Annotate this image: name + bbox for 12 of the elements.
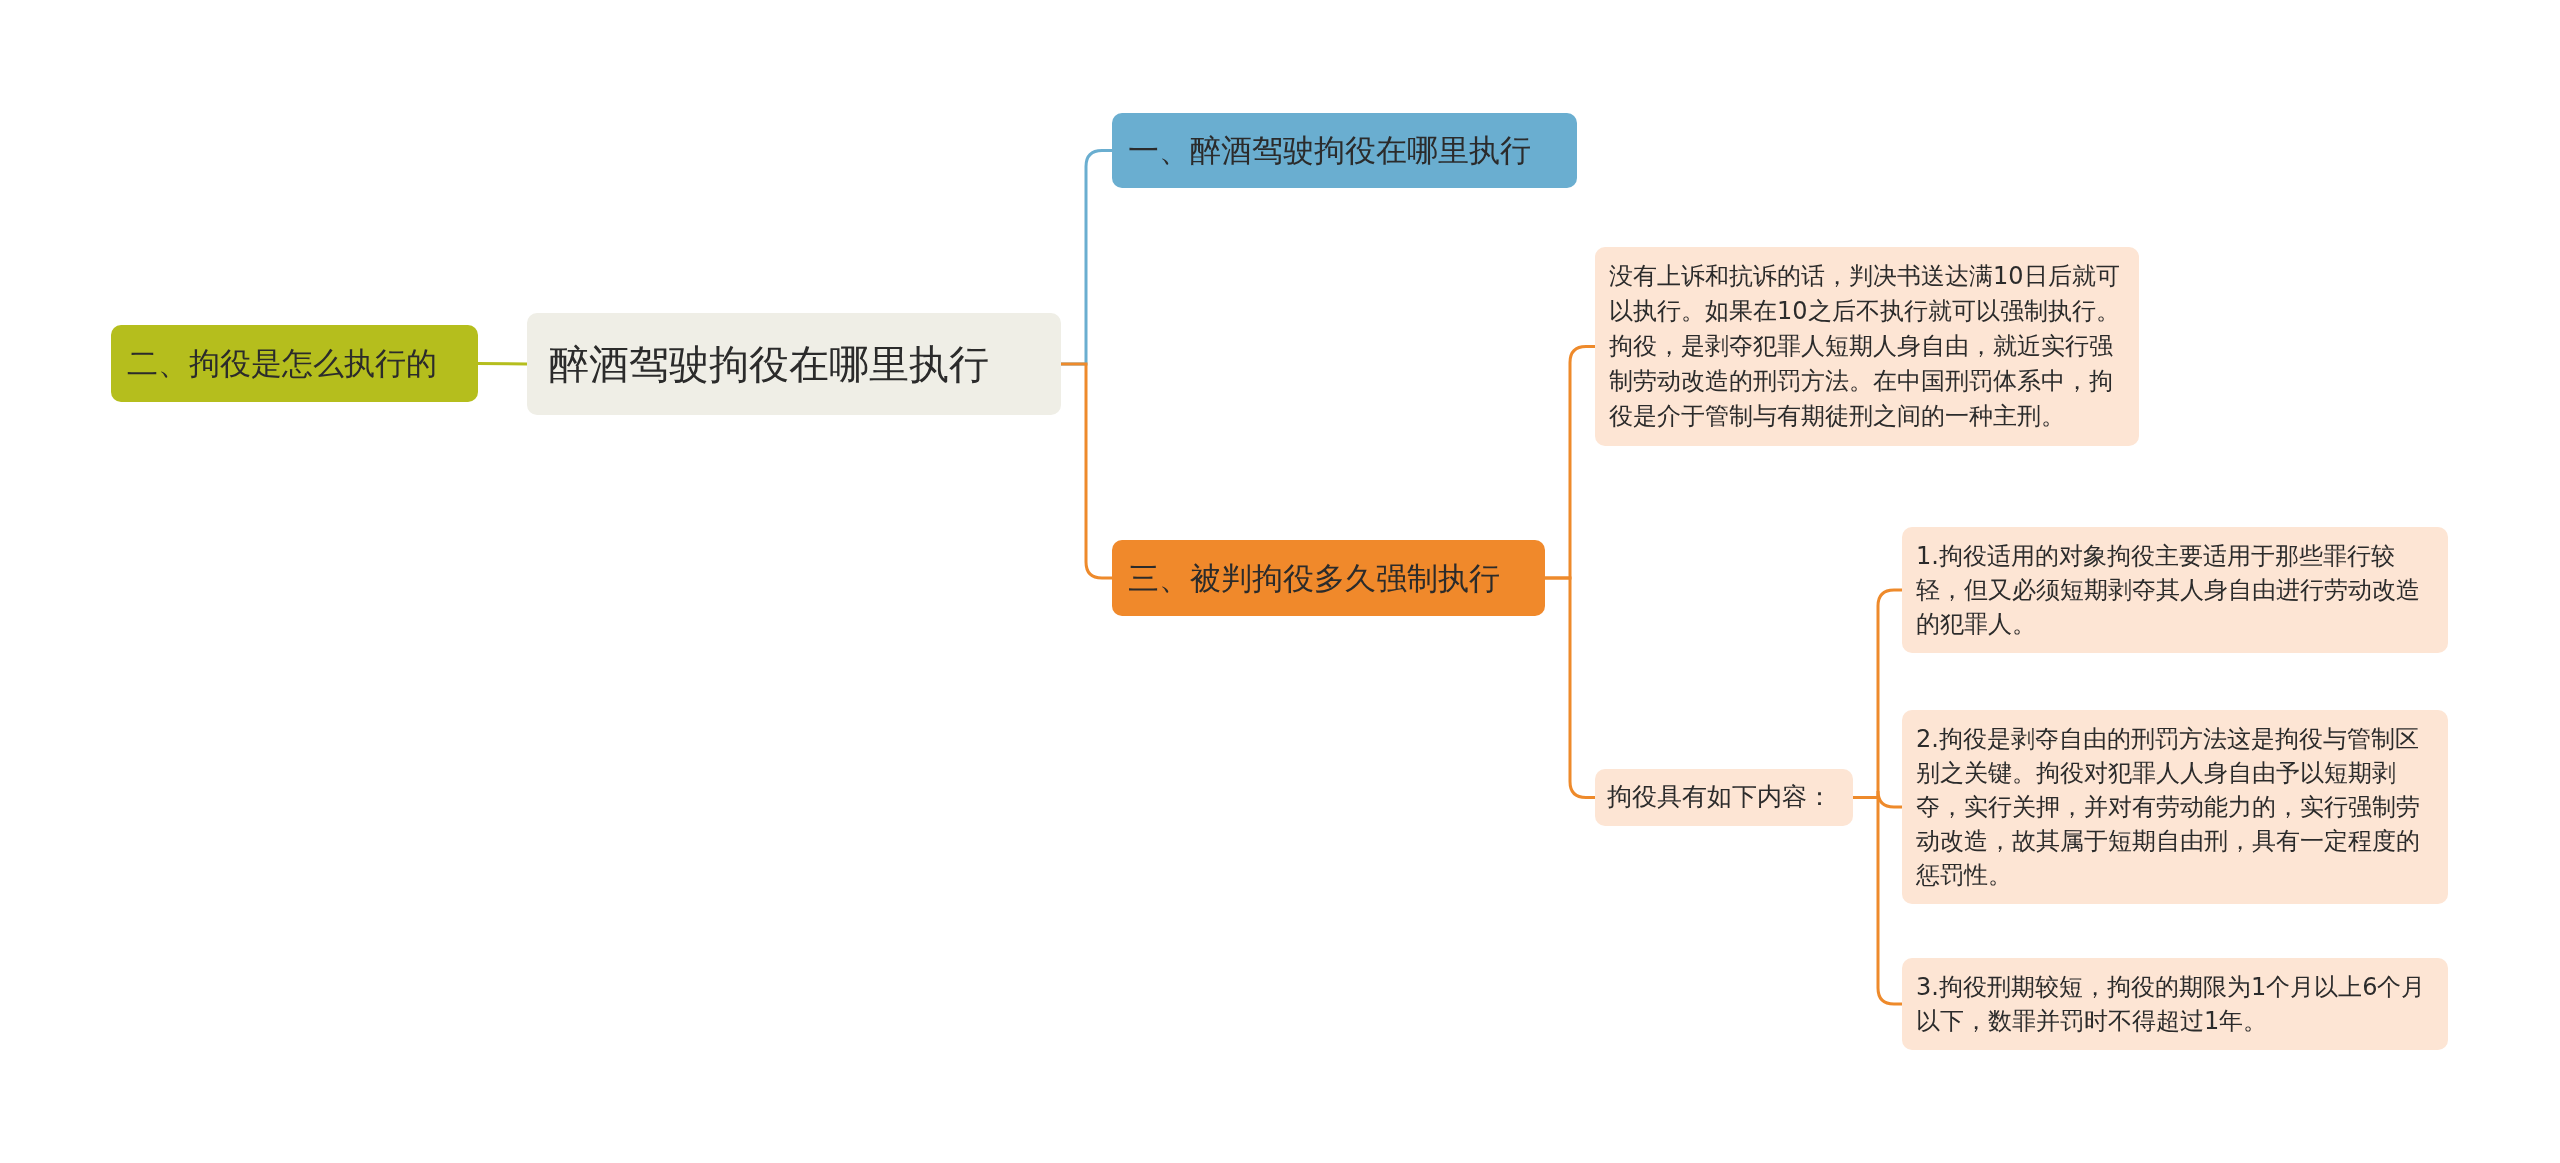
branch-box: 三、被判拘役多久强制执行 [1112, 540, 1545, 616]
text-card: 2.拘役是剥夺自由的刑罚方法这是拘役与管制区别之关键。拘役对犯罪人人身自由予以短期剥夺，实行关押，并对有劳动能力的，实行强制劳动改造，故其属于短期自由刑，具有一定程度的惩罚性。 [1902, 710, 2448, 904]
text-card: 1.拘役适用的对象拘役主要适用于那些罪行较轻，但又必须短期剥夺其人身自由进行劳动改造的犯罪人。 [1902, 527, 2448, 653]
connector [1853, 796, 1902, 1006]
connector [478, 362, 527, 366]
text-card: 没有上诉和抗诉的话，判决书送达满10日后就可以执行。如果在10之后不执行就可以强制执行。拘役，是剥夺犯罪人短期人身自由，就近实行强制劳动改造的刑罚方法。在中国刑罚体系中，拘役是介于管制与有期徒刑之间的一种主刑。 [1595, 247, 2139, 446]
branch-box: 一、醉酒驾驶拘役在哪里执行 [1112, 113, 1577, 188]
branch-box: 二、拘役是怎么执行的 [111, 325, 478, 402]
subtopic-box: 拘役具有如下内容： [1595, 769, 1853, 826]
topic-box: 醉酒驾驶拘役在哪里执行 [527, 313, 1061, 415]
text-card: 3.拘役刑期较短，拘役的期限为1个月以上6个月以下，数罪并罚时不得超过1年。 [1902, 958, 2448, 1050]
connector [1545, 576, 1595, 799]
